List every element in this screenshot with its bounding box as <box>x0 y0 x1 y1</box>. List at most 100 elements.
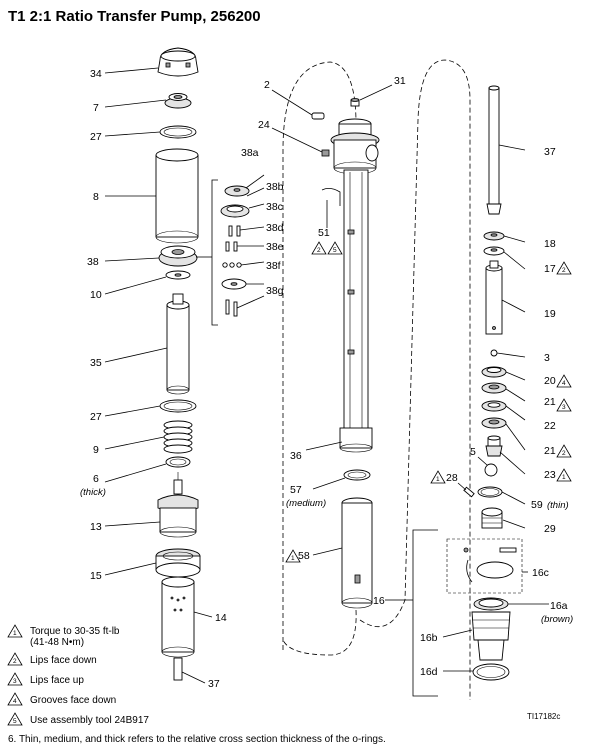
part-pump-housing-36 <box>330 118 380 453</box>
callout-labels: 34 7 27 8 38 10 35 27 9 6 (thick) 13 15 … <box>80 68 573 690</box>
callout-38g: 38g <box>266 285 284 297</box>
callout-16c: 16c <box>532 567 549 579</box>
note-2-number: 2 <box>13 658 17 665</box>
callout-35: 35 <box>90 357 102 369</box>
part-clamp-16c <box>463 547 517 583</box>
kit-bracket-38 <box>211 179 218 326</box>
part-fitting-31 <box>350 98 360 107</box>
callout-31: 31 <box>394 75 406 87</box>
callout-51: 51 <box>318 227 330 239</box>
callout-2: 2 <box>264 79 270 91</box>
callout-8: 8 <box>93 191 99 203</box>
part-housing-16b <box>471 611 511 661</box>
callout-22: 22 <box>544 420 556 432</box>
part-screw-24 <box>321 149 330 157</box>
note-4-number: 4 <box>13 698 17 705</box>
assembly-path-right <box>359 59 471 700</box>
svg-text:2: 2 <box>317 247 321 254</box>
note-1-number: 1 <box>13 630 17 637</box>
callout-5: 5 <box>470 446 476 458</box>
note-3-text: Lips face up <box>30 675 84 686</box>
callout-6: 6 <box>93 473 99 485</box>
note-4-text: Grooves face down <box>30 695 116 706</box>
callout-21b: 21 <box>544 445 556 457</box>
part-piston-38 <box>158 245 198 267</box>
callout-16a: 16a <box>550 600 568 612</box>
svg-text:5: 5 <box>333 247 337 254</box>
note-5-text: Use assembly tool 24B917 <box>30 715 149 726</box>
qualifier-thin: (thin) <box>547 500 569 511</box>
callout-27b: 27 <box>90 411 102 423</box>
callout-38b: 38b <box>266 181 284 193</box>
part-oring-16d <box>472 663 510 681</box>
callout-9: 9 <box>93 444 99 456</box>
callout-16b: 16b <box>420 632 438 644</box>
callout-19: 19 <box>544 308 556 320</box>
callout-38d: 38d <box>266 222 284 234</box>
part-rod-37a <box>173 657 183 681</box>
callout-38a: 38a <box>241 147 259 159</box>
note-1-text: Torque to 30-35 ft-lb <box>30 626 120 637</box>
page-title: T1 2:1 Ratio Transfer Pump, 256200 <box>8 8 261 25</box>
callout-27a: 27 <box>90 131 102 143</box>
part-housing-29 <box>481 507 503 529</box>
callout-57: 57 <box>290 484 302 496</box>
note-1-text2: (41-48 N•m) <box>30 637 84 648</box>
callout-18: 18 <box>544 238 556 250</box>
part-packing-18 <box>483 231 505 241</box>
qualifier-medium: (medium) <box>286 498 326 509</box>
callout-36: 36 <box>290 450 302 462</box>
part-packing-21b <box>481 417 507 429</box>
assembly-path-left-bottom <box>282 609 357 656</box>
callout-10: 10 <box>90 289 102 301</box>
callout-23: 23 <box>544 469 556 481</box>
callout-16: 16 <box>373 595 385 607</box>
svg-text:2: 2 <box>562 450 566 457</box>
svg-text:1: 1 <box>291 555 295 562</box>
svg-text:1: 1 <box>562 474 566 481</box>
callout-20: 20 <box>544 375 556 387</box>
part-washer-10 <box>165 270 191 280</box>
callout-7: 7 <box>93 102 99 114</box>
part-oring-6 <box>165 456 191 468</box>
part-piston-23 <box>485 435 503 457</box>
callout-15: 15 <box>90 570 102 582</box>
part-rod-37b <box>486 85 502 215</box>
part-kit-38-items <box>220 185 250 317</box>
part-packing-22 <box>481 400 507 412</box>
part-spring-9 <box>163 420 193 454</box>
callout-34: 34 <box>90 68 102 80</box>
callout-59: 59 <box>531 499 543 511</box>
part-seal-16a <box>473 597 509 611</box>
svg-text:3: 3 <box>562 404 566 411</box>
callout-21a: 21 <box>544 396 556 408</box>
callout-3: 3 <box>544 352 550 364</box>
callout-17: 17 <box>544 263 556 275</box>
svg-text:4: 4 <box>562 380 566 387</box>
callout-28: 28 <box>446 472 458 484</box>
part-nut-7 <box>164 93 192 109</box>
part-oring-59 <box>477 486 503 498</box>
part-rod-35 <box>166 293 190 395</box>
part-seal-17 <box>483 246 505 256</box>
note-5-number: 5 <box>13 718 17 725</box>
notes-legend: 1 Torque to 30-35 ft-lb (41-48 N•m) 2 Li… <box>7 624 386 745</box>
note-markers: 2 5 1 2 4 3 2 1 1 <box>285 241 572 563</box>
svg-text:2: 2 <box>562 267 566 274</box>
qualifier-thick: (thick) <box>80 487 106 498</box>
figure-id: TI17182c <box>527 712 560 721</box>
part-housing-13 <box>157 479 199 538</box>
part-ring-15 <box>155 548 201 578</box>
callout-38f: 38f <box>266 260 281 272</box>
assembly-path-left <box>282 61 357 650</box>
part-cylinder-8 <box>155 148 199 244</box>
part-ball-3 <box>490 349 498 357</box>
part-clip-51 <box>321 188 341 206</box>
part-gland-20 <box>481 366 507 378</box>
part-cap-34 <box>157 47 199 77</box>
callout-13: 13 <box>90 521 102 533</box>
callout-14: 14 <box>215 612 227 624</box>
svg-text:1: 1 <box>436 476 440 483</box>
leader-lines <box>104 67 549 684</box>
